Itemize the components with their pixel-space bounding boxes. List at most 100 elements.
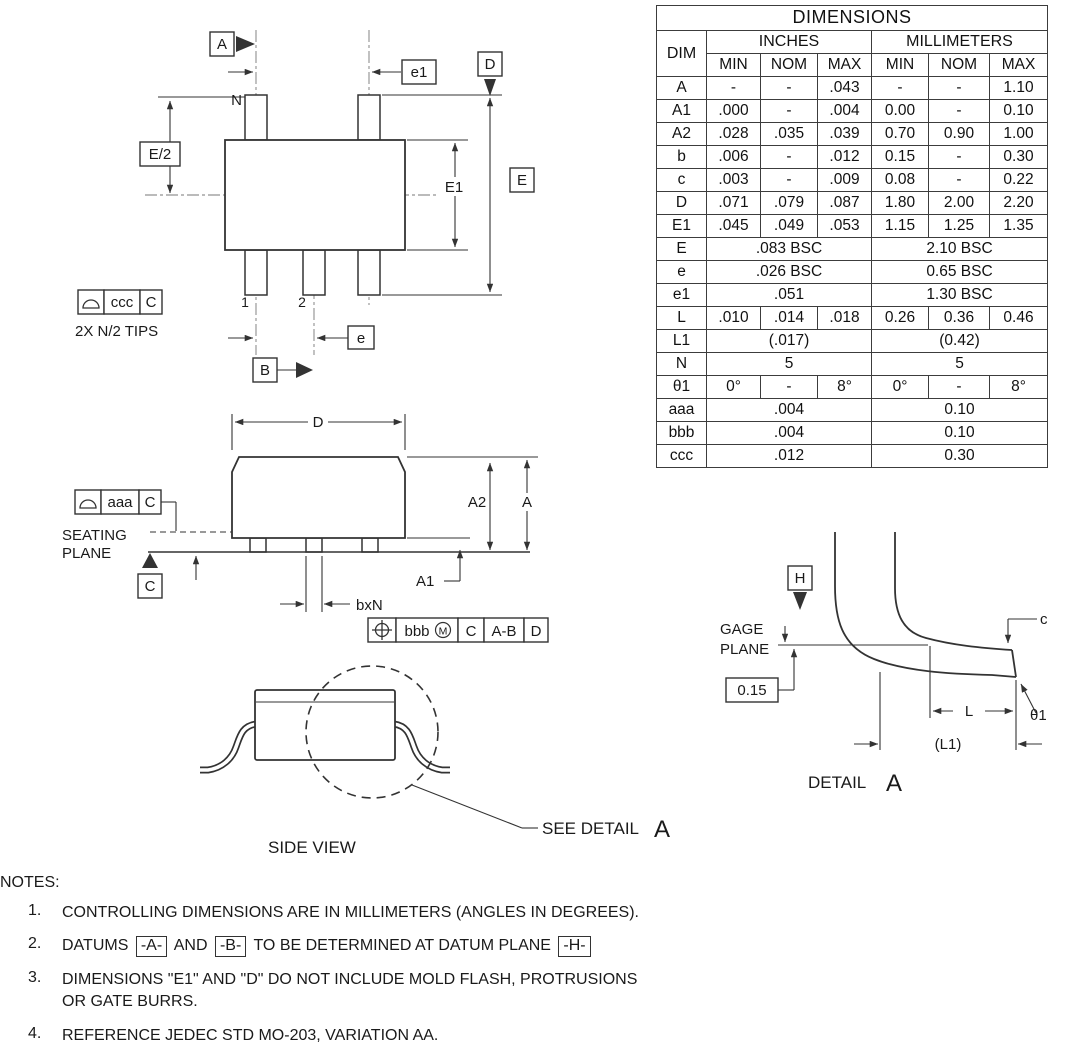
see-detail-ref: A [654,816,670,843]
row-dim-label: E [656,237,707,261]
value-cell: - [760,76,818,100]
gage-label-1: GAGE [720,621,763,638]
lead-profile [834,532,1017,678]
fcf-ccc-tolerance: ccc [111,294,134,311]
notes-section: NOTES: 1. CONTROLLING DIMENSIONS ARE IN … [0,874,720,1047]
datum-d-flag [484,79,496,96]
table-title: DIMENSIONS [656,5,1048,31]
front-view-drawing: D aaa C SEATING PLANE C A2 A A1 bxN [62,414,549,643]
value-cell: - [760,375,818,399]
value-cell: .009 [817,168,872,192]
row-dim-label: L1 [656,329,707,353]
notes-heading: NOTES: [0,874,60,891]
mmc-modifier-m: M [439,626,448,638]
dim-d-label: D [313,414,324,431]
value-cell: 8° [817,375,872,399]
side-view-drawing: SEE DETAIL A SIDE VIEW [200,665,670,857]
note-2-part-3: TO BE DETERMINED AT DATUM PLANE [253,937,551,955]
value-cell: - [928,375,990,399]
dim-E1-backing [438,177,470,196]
fcf-bbb-datum-3: D [531,623,542,640]
value-cell: .010 [706,306,761,330]
fcf-bbb-tolerance: bbb [404,623,429,640]
dim-e1-box [401,59,437,85]
lead-stubs [249,537,379,553]
table-row: L1(.017)(0.42) [656,329,1048,353]
value-cell: - [928,168,990,192]
side-view-caption: SIDE VIEW [268,838,356,857]
note-3-text: DIMENSIONS "E1" AND "D" DO NOT INCLUDE M… [62,969,720,1014]
fcf-bbb-datum-2: A-B [491,623,516,640]
row-dim-label: e1 [656,283,707,307]
datum-d-box [477,51,503,77]
detail-caption-ref: A [886,770,902,797]
row-dim-label: E1 [656,214,707,238]
value-cell: .014 [760,306,818,330]
datum-c-label: C [145,578,156,595]
dim-e-label: e [357,330,365,347]
value-cell: 5 [871,352,1048,376]
position-symbol [372,620,392,640]
row-dim-label: c [656,168,707,192]
row-dim-label: b [656,145,707,169]
datum-ref-a: -A- [135,936,168,957]
fcf-aaa-datum: C [145,494,156,511]
row-dim-label: D [656,191,707,215]
fcf-bbb: bbb M C A-B D [367,617,549,643]
dim-E-box [509,167,535,193]
note-2-text: DATUMS -A- AND -B- TO BE DETERMINED AT D… [62,935,720,957]
value-cell: 0.08 [871,168,929,192]
pin-2-number: 2 [298,294,306,310]
mmc-modifier-circle [434,621,452,639]
row-dim-label: e [656,260,707,284]
value-cell: .004 [817,99,872,123]
value-cell: 1.00 [989,122,1048,146]
value-cell: 1.35 [989,214,1048,238]
value-cell: .051 [706,283,872,307]
note-3-line-1: DIMENSIONS "E1" AND "D" DO NOT INCLUDE M… [62,970,638,988]
value-cell: .003 [706,168,761,192]
dimension-lines [158,68,502,371]
fcf-ccc-datum: C [146,294,157,311]
datum-h-box [787,565,813,591]
value-cell: .018 [817,306,872,330]
datum-b-flag [296,362,313,378]
note-4-text: REFERENCE JEDEC STD MO-203, VARIATION AA… [62,1026,439,1044]
value-cell: 0.70 [871,122,929,146]
subheader-cell: MAX [989,53,1048,77]
value-cell: 1.30 BSC [871,283,1048,307]
datum-h-label: H [795,570,806,587]
value-cell: .004 [706,398,872,422]
dimension-lines [778,618,1042,750]
value-cell: 0.30 [989,145,1048,169]
seating-label-2: PLANE [62,545,111,562]
datum-ref-b: -B- [214,936,247,957]
value-cell: (.017) [706,329,872,353]
note-1-text: CONTROLLING DIMENSIONS ARE IN MILLIMETER… [62,904,639,921]
value-cell: .053 [817,214,872,238]
value-cell: 0.10 [871,421,1048,445]
tips-note: 2X N/2 TIPS [75,323,158,340]
dim-l1-label: (L1) [935,736,962,753]
value-cell: - [871,76,929,100]
dim-c-label: c [1040,611,1048,628]
value-cell: - [928,99,990,123]
subheader-cell: NOM [760,53,818,77]
datum-c-flag [142,553,158,568]
row-dim-label: A [656,76,707,100]
subheader-cell: MIN [871,53,929,77]
see-detail-label: SEE DETAIL [542,819,639,838]
package-body-section [231,456,406,539]
table-row: A--.043--1.10 [656,76,1048,100]
pin-1-number: 1 [241,294,249,310]
